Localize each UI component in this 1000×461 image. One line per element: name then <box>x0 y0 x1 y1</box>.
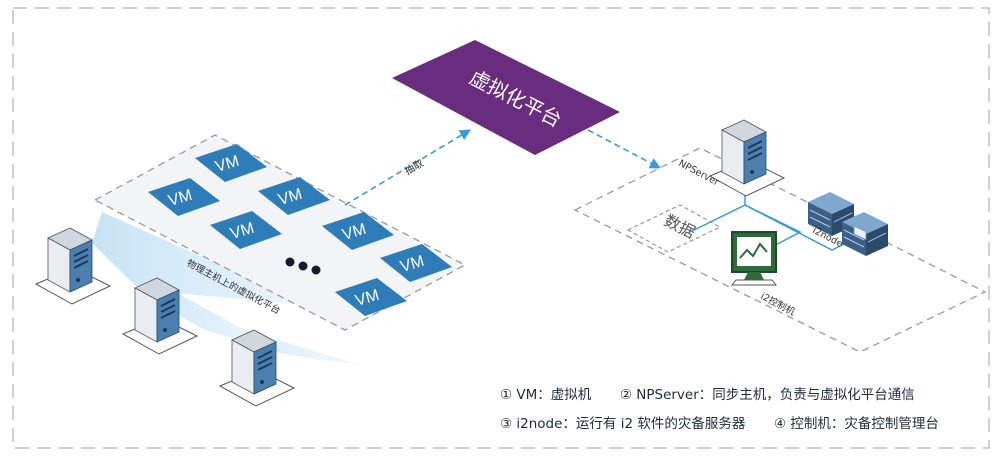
legend-npserver: ② NPServer：同步主机，负责与虚拟化平台通信 <box>619 387 915 403</box>
npserver-tower <box>708 119 786 197</box>
physical-host-server <box>218 329 296 407</box>
npserver <box>708 119 786 197</box>
vm-tile: VM <box>148 178 220 216</box>
vm-tiles: VM VM VM VM VM VM VM <box>148 144 452 316</box>
vm-label: VM <box>228 220 256 243</box>
physical-hosts <box>34 227 296 407</box>
i2node <box>808 192 888 256</box>
more-vms-dots <box>285 257 321 275</box>
vm-tile: VM <box>258 177 330 215</box>
vm-tile: VM <box>335 278 407 316</box>
virtualization-platform <box>392 40 620 155</box>
legend-console: ④ 控制机：灾备控制管理台 <box>773 416 939 432</box>
data-box <box>626 204 722 253</box>
vm-label: VM <box>166 187 194 210</box>
physical-host-server <box>34 227 112 305</box>
legend-vm: ① VM：虚拟机 <box>500 387 592 403</box>
vm-tile: VM <box>195 144 267 182</box>
vm-label: VM <box>276 186 304 209</box>
backup-zone <box>573 147 987 353</box>
vm-label: VM <box>340 221 368 244</box>
vm-tile: VM <box>322 212 394 250</box>
sync-arrow <box>587 129 661 169</box>
vm-label: VM <box>398 253 426 276</box>
legend-line-2: ③ i2node：运行有 i2 软件的灾备服务器 ④ 控制机：灾备控制管理台 <box>500 412 939 432</box>
extract-label: 抽取 <box>402 156 426 177</box>
extract-arrow <box>344 129 471 206</box>
vm-label: VM <box>213 153 241 176</box>
vm-label: VM <box>353 287 381 310</box>
legend-i2node: ③ i2node：运行有 i2 软件的灾备服务器 <box>500 416 746 432</box>
legend-line-1: ① VM：虚拟机 ② NPServer：同步主机，负责与虚拟化平台通信 <box>500 383 915 403</box>
outer-frame <box>12 7 990 449</box>
vm-tile: VM <box>380 244 452 282</box>
physical-host-server <box>121 277 199 355</box>
vm-tile: VM <box>210 211 282 249</box>
console-monitor <box>730 231 778 286</box>
